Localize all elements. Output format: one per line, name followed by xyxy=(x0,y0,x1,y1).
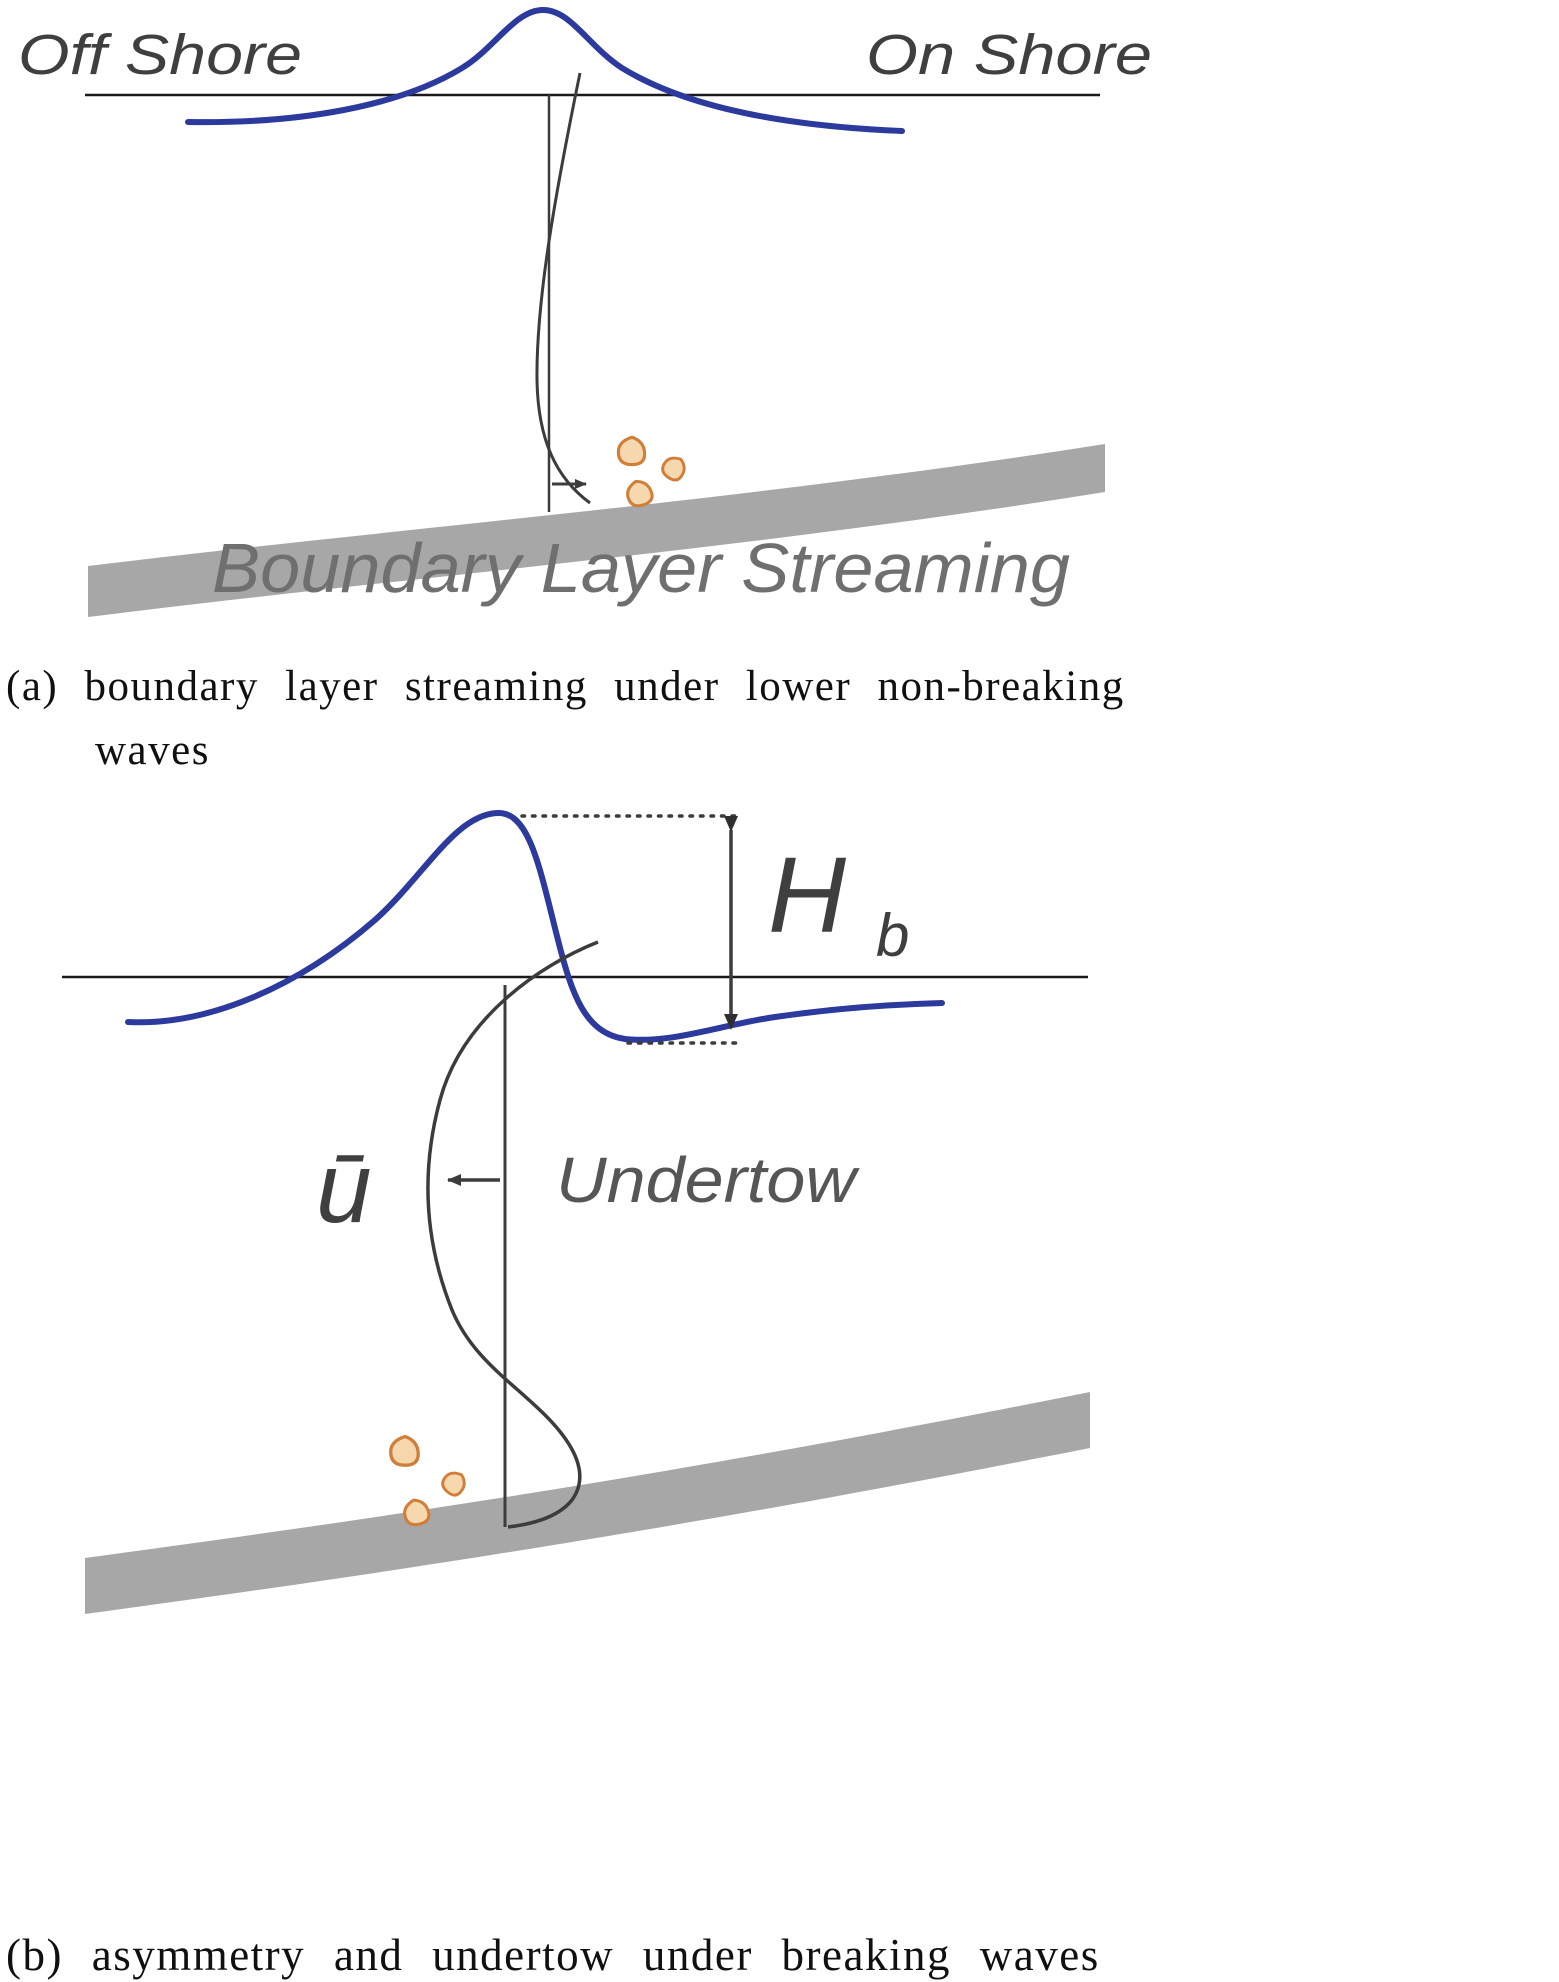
sediment-grain xyxy=(389,1434,420,1467)
wave-profile-b xyxy=(125,809,945,1043)
sediment-grain xyxy=(437,1466,471,1500)
sediment-grain xyxy=(657,451,691,485)
panel-b-diagram: H b ū Undertow xyxy=(62,809,1090,1614)
seabed-b xyxy=(85,1392,1090,1614)
panel-a-diagram: Off Shore On Shore Boundary Layer Stream… xyxy=(18,6,1152,617)
wave-height-symbol: H xyxy=(768,834,847,955)
onshore-label: On Shore xyxy=(866,23,1152,87)
undertow-label: Undertow xyxy=(556,1144,860,1216)
wave-profile-a xyxy=(185,6,905,134)
offshore-label: Off Shore xyxy=(18,23,302,87)
mean-velocity-label: ū xyxy=(316,1132,372,1244)
sediment-grain xyxy=(616,435,647,467)
boundary-layer-streaming-label: Boundary Layer Streaming xyxy=(212,529,1070,607)
caption-a-line1: (a) boundary layer streaming under lower… xyxy=(6,663,1125,710)
wave-height-subscript: b xyxy=(876,902,909,969)
seabed-a xyxy=(88,444,1105,617)
velocity-profile-a xyxy=(535,72,591,505)
wave-height-label: H b xyxy=(768,834,909,969)
undertow-velocity-profile xyxy=(426,940,599,1529)
caption-a: (a) boundary layer streaming under lower… xyxy=(0,655,1545,783)
caption-a-line2: waves xyxy=(95,727,210,774)
caption-b: (b) asymmetry and undertow under breakin… xyxy=(6,1930,1100,1980)
